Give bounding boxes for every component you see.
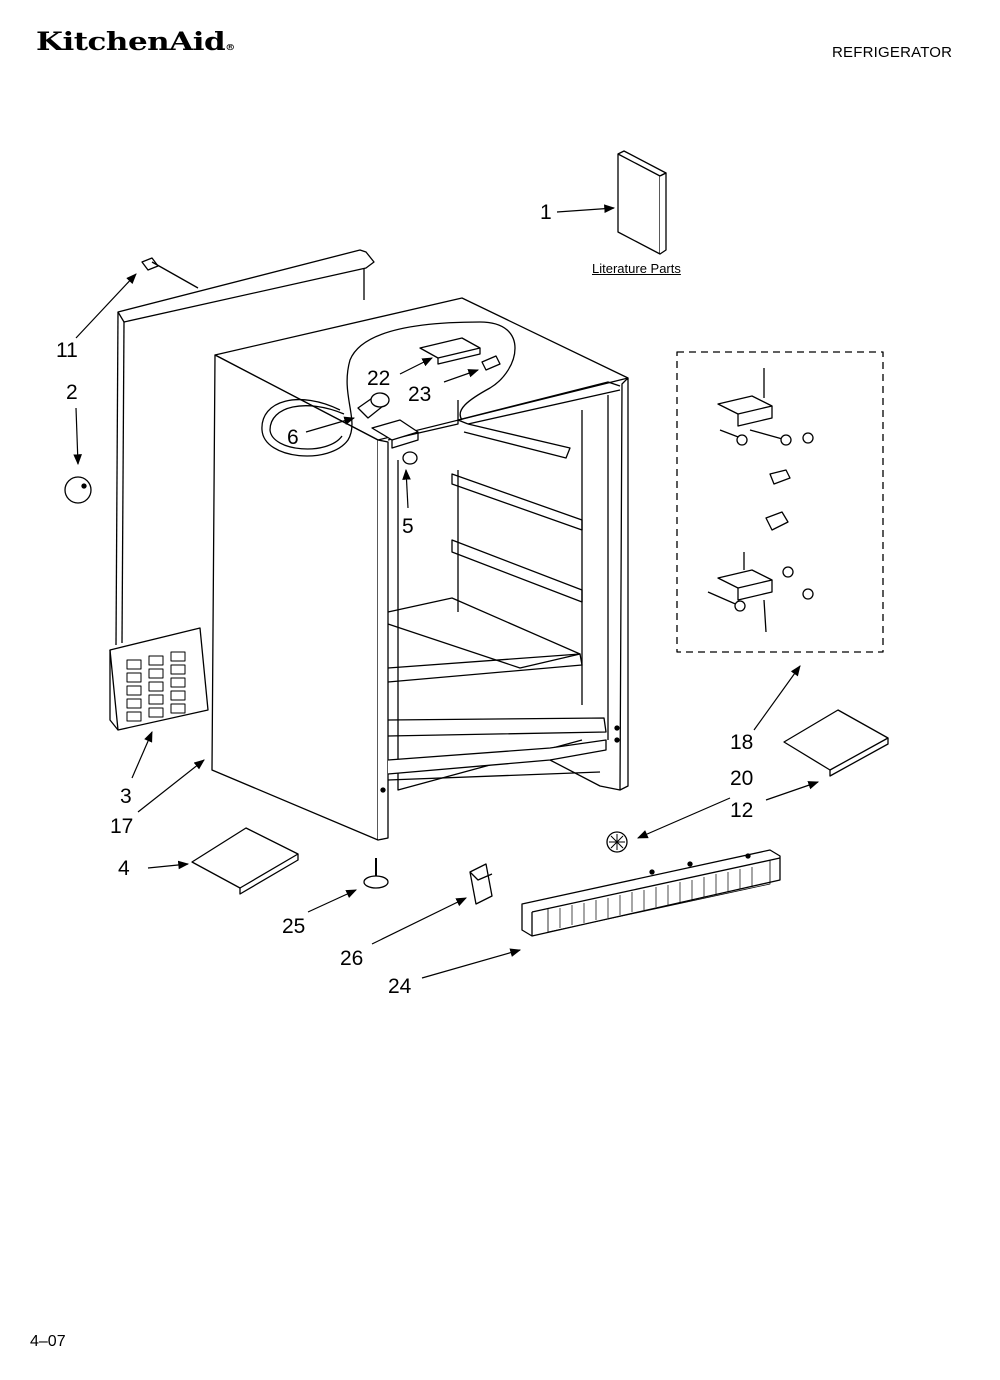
callout-11: 11: [56, 339, 78, 362]
literature-booklet: [617, 150, 667, 255]
page-code: 4–07: [30, 1333, 66, 1350]
callout-4: 4: [118, 857, 130, 880]
hinge-pin-upper: [769, 469, 791, 485]
callout-24: 24: [388, 975, 412, 998]
bracket-part-5: [371, 419, 419, 465]
thermostat-part-6: [357, 392, 390, 419]
leader-arrows: [73, 204, 820, 979]
connector-part-23: [481, 355, 501, 371]
leveling-leg-part-25: [363, 858, 389, 889]
cabinet: [211, 297, 629, 841]
hinge-pin-lower: [765, 511, 789, 531]
page-title: REFRIGERATOR: [832, 44, 953, 61]
callout-6: 6: [287, 426, 299, 449]
callout-20: 20: [730, 767, 754, 790]
callout-3: 3: [120, 785, 132, 808]
callout-18: 18: [730, 731, 754, 754]
upper-hinge: [717, 368, 814, 446]
callout-22: 22: [367, 367, 391, 390]
brand-name: KitchenAid: [36, 27, 226, 57]
wiring-loop: [261, 321, 516, 457]
callout-25: 25: [282, 915, 306, 938]
callout-2: 2: [66, 381, 78, 404]
foot-pad-part-4: [191, 827, 299, 895]
brand-logo: KitchenAid®: [36, 27, 235, 57]
callout-26: 26: [340, 947, 364, 970]
registered-mark: ®: [225, 43, 235, 53]
vent-grille: [109, 627, 209, 731]
callout-5: 5: [402, 515, 414, 538]
clip-part-26: [469, 863, 493, 905]
back-panel: [115, 249, 375, 646]
hinge-kit-box: [676, 351, 884, 653]
foot-pad-part-12: [783, 709, 889, 777]
grille-fastener-part-20: [606, 831, 628, 853]
callout-1: 1: [540, 201, 552, 224]
plug-part-2: [64, 476, 92, 504]
screw-part-11: [141, 257, 199, 289]
toe-grille-part-24: [521, 849, 781, 937]
callout-23: 23: [408, 383, 432, 406]
literature-parts-label: Literature Parts: [592, 261, 681, 276]
bracket-part-22: [419, 337, 481, 365]
callout-17: 17: [110, 815, 134, 838]
callout-12: 12: [730, 799, 754, 822]
lower-hinge: [707, 552, 814, 633]
